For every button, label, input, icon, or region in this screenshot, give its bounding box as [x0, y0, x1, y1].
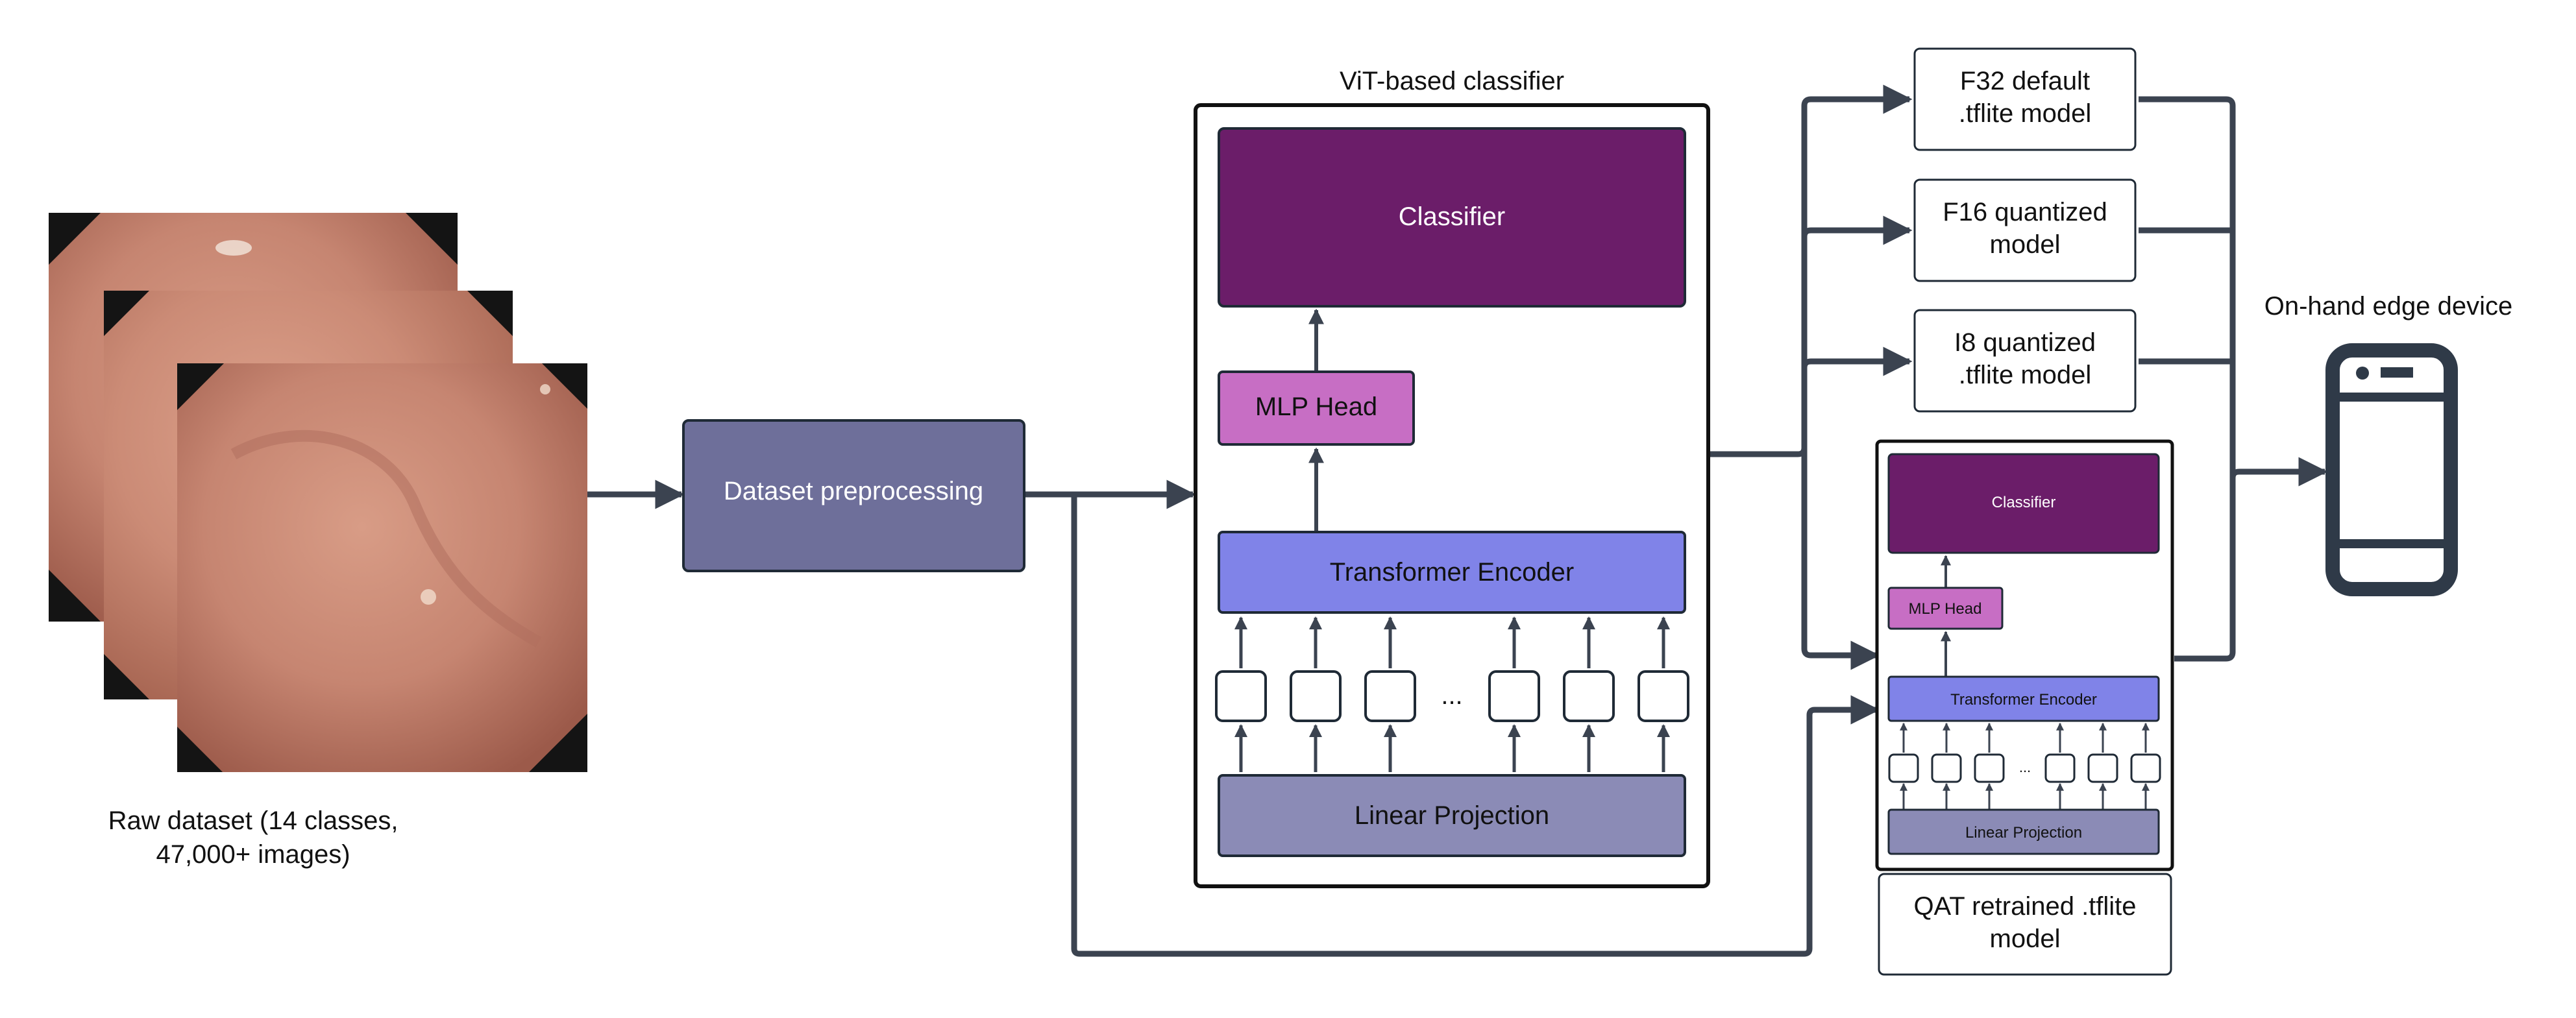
bus-models-to-device — [2139, 96, 2236, 662]
model-i8-label-line1: I8 quantized — [1954, 328, 2096, 357]
arrow-preprocessing-to-qat — [1071, 494, 1880, 957]
raw-dataset-images — [49, 213, 587, 772]
patch-token — [1931, 753, 1962, 783]
qat-transformer-encoder-block — [1887, 675, 2160, 722]
patch-token — [1974, 753, 2005, 783]
qat-linear-projection-block — [1887, 808, 2160, 855]
vit-mlp-head-block — [1218, 370, 1415, 446]
vit-transformer-encoder-label: Transformer Encoder — [1330, 558, 1574, 587]
vit-title: ViT-based classifier — [1340, 67, 1564, 95]
vit-token-ellipsis: ... — [1441, 681, 1462, 710]
qat-model-label-line1: QAT retrained .tflite — [1913, 892, 2136, 921]
edge-device-label: On-hand edge device — [2264, 292, 2513, 321]
patch-token — [1290, 670, 1342, 722]
qat-model-panel: Classifier MLP Head Transformer Encoder — [1875, 439, 2174, 871]
model-f16-label-line2: model — [1990, 230, 2061, 259]
patch-token — [2044, 753, 2076, 783]
qat-classifier-label: Classifier — [1992, 494, 2056, 511]
model-f16-label-line1: F16 quantized — [1943, 198, 2107, 226]
connector-lines — [587, 84, 2328, 957]
vit-linear-projection-block — [1218, 774, 1686, 857]
qat-patch-tokens: ... — [1888, 722, 2161, 810]
vit-classifier-panel: Classifier MLP Head Transformer Encoder — [1194, 103, 1710, 888]
patch-token — [1888, 753, 1919, 783]
qat-transformer-encoder-label: Transformer Encoder — [1950, 691, 2097, 709]
patch-token — [1215, 670, 1267, 722]
vit-mlp-head-label: MLP Head — [1255, 393, 1377, 421]
arrow-vit-to-i8 — [1801, 346, 1913, 376]
model-box-i8: I8 quantized .tflite model — [1913, 309, 2137, 413]
patch-token — [1638, 670, 1689, 722]
model-box-f16: F16 quantized model — [1913, 178, 2137, 282]
qat-model-label-box: QAT retrained .tflite model — [1878, 873, 2172, 976]
patch-token — [2087, 753, 2118, 783]
model-box-f32: F32 default .tflite model — [1913, 47, 2137, 151]
qat-mlp-head-block — [1887, 587, 2004, 630]
dataset-preprocessing-box: Dataset preprocessing — [682, 419, 1025, 572]
model-i8-label-line2: .tflite model — [1959, 361, 2092, 389]
qat-classifier-block — [1887, 453, 2160, 554]
raw-dataset-label-line1: Raw dataset (14 classes, — [108, 806, 399, 835]
dataset-preprocessing-label: Dataset preprocessing — [724, 477, 983, 505]
arrow-vit-to-f32 — [1708, 84, 1913, 457]
qat-token-ellipsis: ... — [2019, 759, 2031, 775]
qat-mlp-head-label: MLP Head — [1909, 600, 1982, 618]
arrow-vit-to-qat — [1801, 448, 1880, 670]
patch-token — [1488, 670, 1540, 722]
model-f32-label-line1: F32 default — [1960, 67, 2090, 95]
patch-token — [1563, 670, 1615, 722]
arrow-vit-to-f16 — [1801, 215, 1913, 245]
patch-token — [1364, 670, 1416, 722]
vit-classifier-block — [1218, 127, 1686, 308]
qat-model-label-line2: model — [1990, 925, 2061, 953]
model-f32-label-line2: .tflite model — [1959, 99, 2092, 128]
vit-patch-tokens: ... — [1215, 616, 1689, 772]
raw-dataset-label-line2: 47,000+ images) — [156, 840, 350, 869]
vit-linear-projection-label: Linear Projection — [1355, 801, 1549, 830]
vit-classifier-label: Classifier — [1399, 202, 1505, 231]
arrow-to-edge-device — [2229, 457, 2328, 487]
smartphone-icon — [2325, 343, 2458, 596]
endoscopy-image-front — [177, 363, 587, 772]
vit-transformer-encoder-block — [1218, 531, 1686, 614]
qat-linear-projection-label: Linear Projection — [1965, 824, 2082, 842]
patch-token — [2130, 753, 2161, 783]
